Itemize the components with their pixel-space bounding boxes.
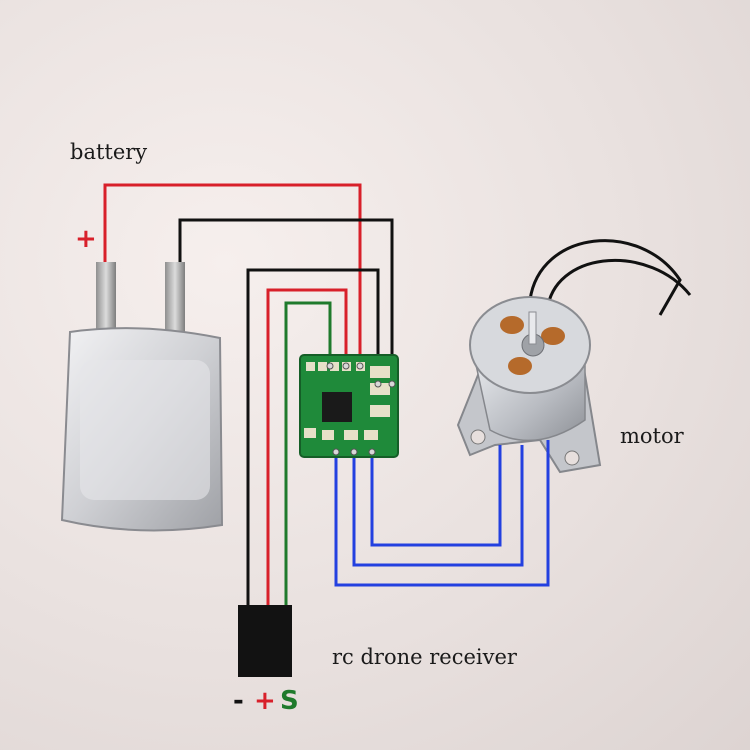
motor-shaft bbox=[528, 311, 537, 345]
mount-hole-right bbox=[564, 450, 580, 466]
battery-plus-sign: + bbox=[75, 224, 97, 254]
wire-receiver-signal bbox=[284, 301, 332, 605]
battery-cell bbox=[60, 262, 224, 532]
wire-motor-phase-a bbox=[370, 445, 502, 547]
motor-coil-3 bbox=[508, 357, 532, 375]
motor-lead-1 bbox=[528, 239, 682, 316]
wire-receiver-power bbox=[266, 288, 348, 605]
wire-motor-phase-b bbox=[352, 445, 524, 567]
motor-coil-1 bbox=[500, 316, 524, 334]
battery-tab-positive bbox=[96, 262, 116, 337]
receiver-body bbox=[238, 605, 292, 677]
motor-coil-2 bbox=[541, 327, 565, 345]
motor-label: motor bbox=[620, 424, 684, 448]
wire-battery-positive bbox=[103, 183, 362, 365]
mount-hole-left bbox=[470, 429, 486, 445]
esc-board bbox=[299, 354, 399, 458]
wire-motor-phase-c bbox=[334, 440, 550, 587]
esc-chip bbox=[322, 392, 352, 422]
motor-leads bbox=[528, 239, 692, 316]
receiver-pin-plus: + bbox=[254, 686, 276, 716]
wire-receiver-ground bbox=[246, 268, 380, 605]
battery-label: battery bbox=[70, 140, 148, 164]
motor-lead-2 bbox=[546, 258, 692, 306]
receiver-pin-signal: S bbox=[280, 686, 299, 716]
battery-tab-negative bbox=[165, 262, 185, 347]
receiver-label: rc drone receiver bbox=[332, 645, 517, 669]
receiver-pin-minus: - bbox=[233, 686, 244, 716]
wire-battery-negative bbox=[178, 218, 394, 383]
motor-body bbox=[456, 296, 602, 474]
battery-face bbox=[80, 360, 210, 500]
esc-solder-points bbox=[326, 362, 396, 456]
wires bbox=[103, 183, 550, 605]
